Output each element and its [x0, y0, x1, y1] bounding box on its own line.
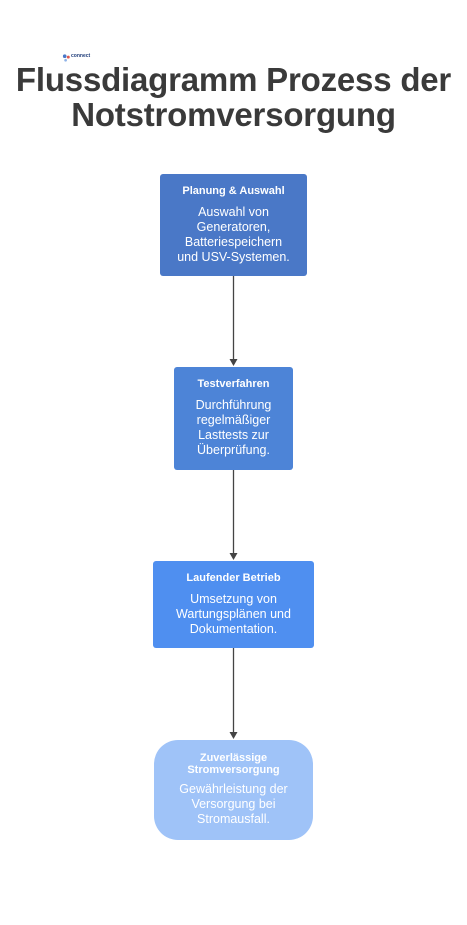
step-heading: Planung & Auswahl [182, 185, 285, 197]
heading-line: Stromversorgung [187, 764, 280, 776]
description-line: Versorgung bei [191, 797, 276, 811]
step-description: Umsetzung von Wartungsplänen und Dokumen… [153, 592, 314, 637]
step-description: Gewährleistung der Versorgung bei Stroma… [154, 782, 313, 827]
arrow-head-1 [229, 359, 238, 366]
description-line: Lasttests zur [198, 428, 269, 442]
description-line: Umsetzung von [190, 592, 277, 606]
step-testverfahren: Testverfahren Durchführung regelmäßiger … [174, 367, 293, 470]
logo-text: connect [71, 53, 91, 59]
logo: connect [62, 53, 102, 65]
description-line: Generatoren, [196, 220, 271, 234]
arrow-head-2 [229, 553, 238, 560]
description-line: Überprüfung. [197, 443, 270, 457]
description-line: Gewährleistung der [179, 782, 288, 796]
step-laufender-betrieb: Laufender Betrieb Umsetzung von Wartungs… [153, 561, 314, 648]
title-line-2: Notstromversorgung [71, 96, 396, 133]
arrow-head-3 [229, 732, 238, 739]
description-line: Durchführung [195, 398, 272, 412]
title-line-1: Flussdiagramm Prozess der [15, 61, 452, 98]
description-line: Batteriespeichern [184, 235, 283, 249]
description-line: Dokumentation. [189, 622, 278, 636]
heading-line: Zuverlässige [199, 752, 268, 764]
description-line: und USV-Systemen. [177, 250, 290, 264]
description-line: Wartungsplänen und [176, 607, 291, 621]
step-description: Durchführung regelmäßiger Lasttests zur … [174, 398, 293, 458]
page-title: Flussdiagramm Prozess der Notstromversor… [0, 62, 467, 132]
step-zuverlaessige-stromversorgung: Zuverlässige Stromversorgung Gewährleist… [154, 740, 313, 840]
description-line: Auswahl von [198, 205, 269, 219]
step-heading: Laufender Betrieb [186, 572, 281, 584]
logo-icon [62, 54, 70, 62]
description-line: regelmäßiger [196, 413, 271, 427]
step-description: Auswahl von Generatoren, Batteriespeiche… [160, 205, 307, 265]
step-heading: Testverfahren [197, 378, 270, 390]
step-heading: Zuverlässige Stromversorgung [154, 752, 313, 776]
description-line: Stromausfall. [197, 812, 270, 826]
step-planung-auswahl: Planung & Auswahl Auswahl von Generatore… [160, 174, 307, 276]
